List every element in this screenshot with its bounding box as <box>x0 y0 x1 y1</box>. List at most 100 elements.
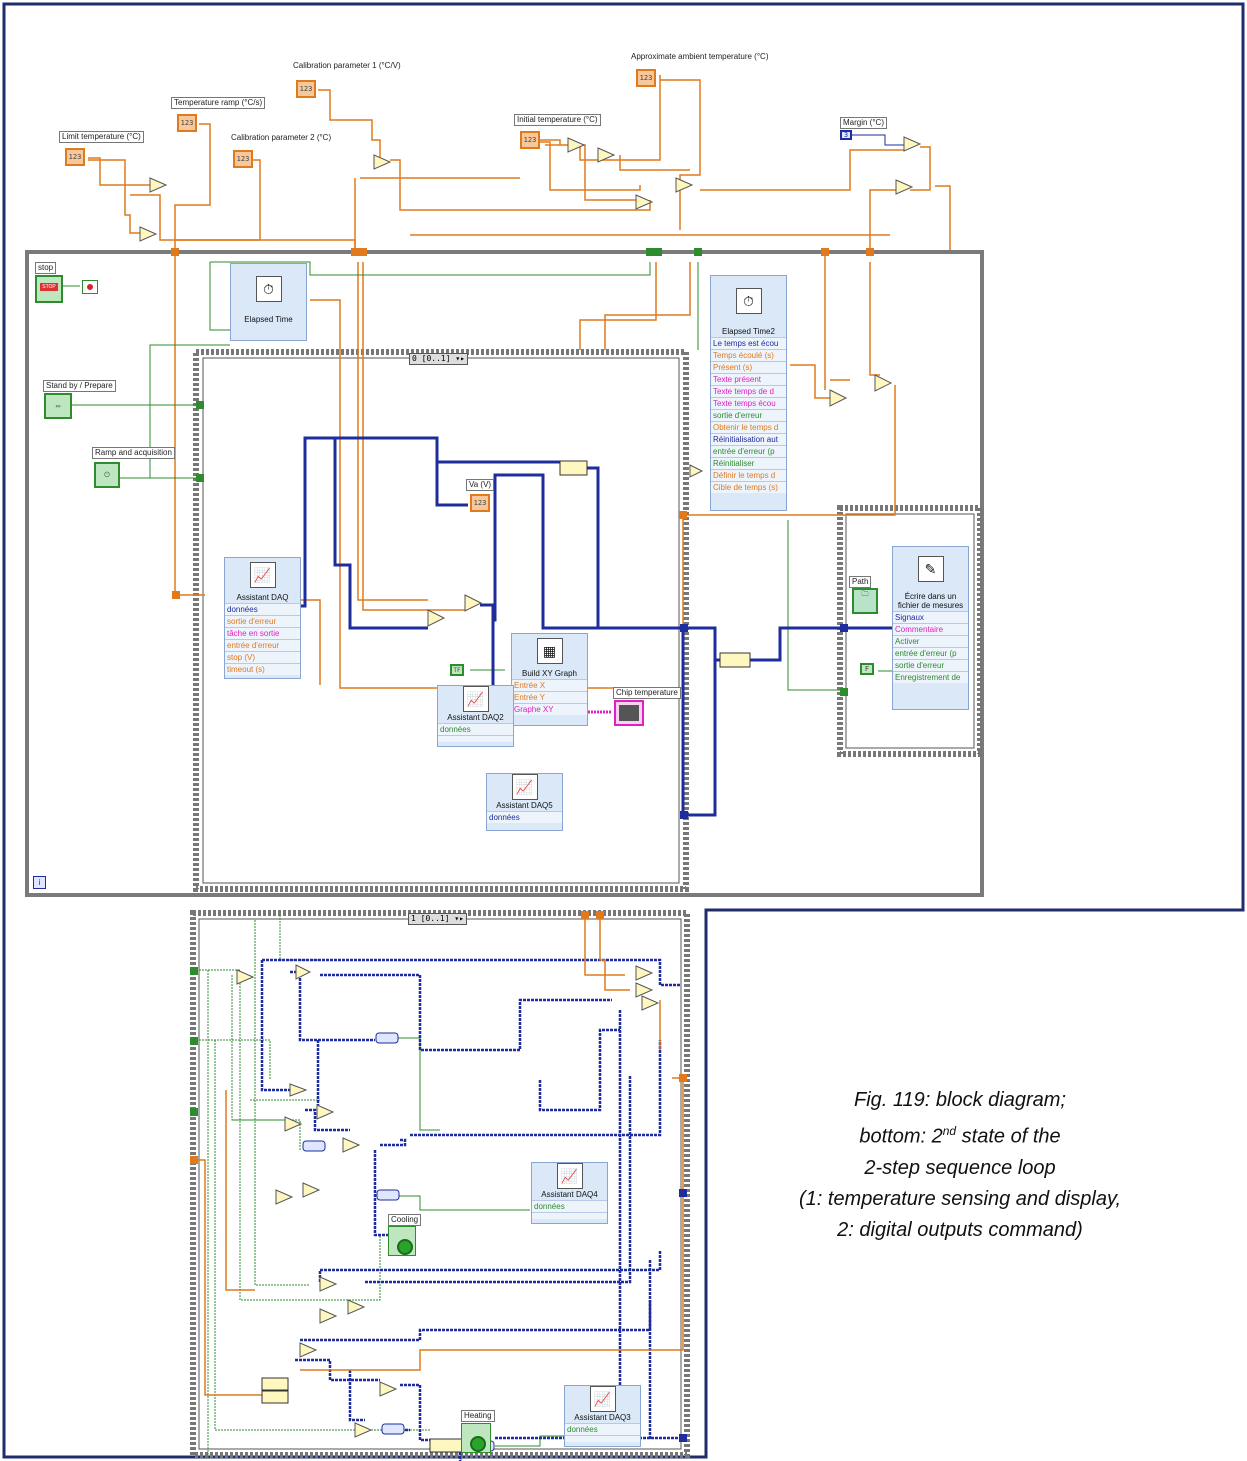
numeric-glyph: 123 <box>181 119 194 127</box>
terminal-row[interactable]: données <box>565 1423 640 1435</box>
terminal-row[interactable]: Commentaire <box>893 623 968 635</box>
numeric-glyph: 123 <box>524 136 537 144</box>
assistant-daq5-title: Assistant DAQ5 <box>487 800 562 811</box>
toggle-switch-icon: ⏻ <box>104 471 110 480</box>
terminal-row[interactable]: timeout (s) <box>225 663 300 675</box>
chip-temperature-graph <box>614 700 644 726</box>
false-constant[interactable]: F <box>860 663 874 675</box>
standby-label: Stand by / Prepare <box>43 380 116 392</box>
sequence-selector-1[interactable]: 1 [0..1] ▾▸ <box>408 913 467 925</box>
terminal-row[interactable]: données <box>487 811 562 823</box>
terminal-row[interactable]: Texte temps de d <box>711 385 786 397</box>
ambient-temperature-label: Approximate ambient temperature (°C) <box>629 52 770 62</box>
daq-icon-area: 📈 <box>532 1163 607 1189</box>
margin-label: Margin (°C) <box>840 117 887 129</box>
sequence-selector-label: 0 [0..1] <box>412 354 451 363</box>
terminal-row[interactable]: Présent (s) <box>711 361 786 373</box>
ramp-acquisition-switch[interactable]: ⏻ <box>94 462 120 488</box>
limit-temperature-control[interactable]: 123 <box>65 148 85 166</box>
elapsed-time2-express-vi[interactable]: ⏱ Elapsed Time2 Le temps est écou Temps … <box>710 275 787 511</box>
terminal-row[interactable]: données <box>225 603 300 615</box>
write-file-icon: ✎ <box>918 556 944 582</box>
assistant-daq2-express-vi[interactable]: 📈 Assistant DAQ2 données <box>437 685 514 747</box>
assistant-daq4-title: Assistant DAQ4 <box>532 1189 607 1200</box>
write-measurement-file-express-vi[interactable]: ✎ Écrire dans un fichier de mesures Sign… <box>892 546 969 710</box>
daq-icon-area: 📈 <box>438 686 513 712</box>
bool-true-glyph: TF <box>453 667 460 674</box>
terminal-row[interactable]: entrée d'erreur (p <box>711 445 786 457</box>
terminal-row[interactable]: sortie d'erreur <box>893 659 968 671</box>
cooling-label: Cooling <box>388 1214 421 1226</box>
daq-icon: 📈 <box>250 562 276 588</box>
terminal-row[interactable]: données <box>532 1200 607 1212</box>
terminal-row[interactable]: Réinitialiser <box>711 457 786 469</box>
calibration-param-1-control[interactable]: 123 <box>296 80 316 98</box>
terminal-row[interactable]: Enregistrement de <box>893 671 968 683</box>
terminal-row[interactable]: tâche en sortie <box>225 627 300 639</box>
path-constant[interactable]: 🗀 <box>852 588 878 614</box>
stopwatch-icon: ⏱ <box>256 276 282 302</box>
ramp-acquisition-label: Ramp and acquisition <box>92 447 175 459</box>
assistant-daq3-title: Assistant DAQ3 <box>565 1412 640 1423</box>
terminal-row[interactable]: sortie d'erreur <box>711 409 786 421</box>
sequence-selector-0[interactable]: 0 [0..1] ▾▸ <box>409 353 468 365</box>
stop-button-icon: STOP <box>40 283 58 291</box>
daq-icon-area: 📈 <box>225 558 300 592</box>
path-label: Path <box>849 576 871 588</box>
initial-temperature-label: Initial temperature (°C) <box>514 114 601 126</box>
elapsed-time-express-vi[interactable]: ⏱ Elapsed Time <box>230 263 307 341</box>
terminal-row[interactable]: Graphe XY <box>512 703 587 715</box>
daq-icon-area: 📈 <box>487 774 562 800</box>
assistant-daq-express-vi[interactable]: 📈 Assistant DAQ données sortie d'erreur … <box>224 557 301 679</box>
caption-line-5: 2: digital outputs command) <box>720 1215 1200 1246</box>
terminal-row[interactable]: sortie d'erreur <box>225 615 300 627</box>
terminal-row[interactable]: Entrée Y <box>512 691 587 703</box>
numeric-glyph: 123 <box>237 155 250 163</box>
assistant-daq5-express-vi[interactable]: 📈 Assistant DAQ5 données <box>486 773 563 831</box>
terminal-row[interactable]: entrée d'erreur <box>225 639 300 651</box>
cooling-led <box>388 1226 416 1256</box>
initial-temperature-control[interactable]: 123 <box>520 131 540 149</box>
assistant-daq4-express-vi[interactable]: 📈 Assistant DAQ4 données <box>531 1162 608 1224</box>
terminal-row[interactable]: Activer <box>893 635 968 647</box>
daq-icon: 📈 <box>512 774 538 800</box>
terminal-row[interactable]: Définir le temps d <box>711 469 786 481</box>
terminal-row[interactable]: données <box>438 723 513 735</box>
terminal-row[interactable]: Le temps est écou <box>711 337 786 349</box>
stop-terminal[interactable]: STOP <box>35 275 63 303</box>
terminal-row[interactable]: Texte temps écou <box>711 397 786 409</box>
ambient-temperature-control[interactable]: 123 <box>636 69 656 87</box>
terminal-row[interactable]: stop (V) <box>225 651 300 663</box>
terminal-row[interactable]: Texte présent <box>711 373 786 385</box>
stopwatch-icon-area: ⏱ <box>711 276 786 326</box>
temperature-ramp-control[interactable]: 123 <box>177 114 197 132</box>
build-xy-graph-express-vi[interactable]: ▦ Build XY Graph Entrée X Entrée Y Graph… <box>511 633 588 726</box>
iteration-terminal: i <box>33 876 46 889</box>
sequence-selector-label: 1 [0..1] <box>411 914 450 923</box>
caption-line-2: bottom: 2nd state of the <box>720 1116 1200 1153</box>
assistant-daq3-express-vi[interactable]: 📈 Assistant DAQ3 données <box>564 1385 641 1447</box>
write-file-icon-area: ✎ <box>893 547 968 591</box>
caption-line-4: (1: temperature sensing and display, <box>720 1184 1200 1215</box>
numeric-glyph: 123 <box>69 153 82 161</box>
row-spacer <box>565 1435 640 1442</box>
true-constant[interactable]: TF <box>450 664 464 676</box>
heating-led <box>461 1423 491 1453</box>
terminal-row[interactable]: Réinitialisation aut <box>711 433 786 445</box>
terminal-row[interactable]: entrée d'erreur (p <box>893 647 968 659</box>
chip-temperature-label: Chip temperature <box>613 687 681 699</box>
caption-line-1: Fig. 119: block diagram; <box>720 1085 1200 1116</box>
terminal-row[interactable]: Entrée X <box>512 679 587 691</box>
elapsed-time-title: Elapsed Time <box>231 314 306 325</box>
daq-icon: 📈 <box>557 1163 583 1189</box>
limit-temperature-label: Limit temperature (°C) <box>59 131 144 143</box>
terminal-row[interactable]: Obtenir le temps d <box>711 421 786 433</box>
standby-switch[interactable]: ▭ <box>44 393 72 419</box>
terminal-row[interactable]: Signaux <box>893 611 968 623</box>
margin-constant[interactable]: 3 <box>840 130 852 140</box>
figure-caption: Fig. 119: block diagram; bottom: 2nd sta… <box>720 1085 1200 1246</box>
terminal-row[interactable]: Temps écoulé (s) <box>711 349 786 361</box>
calibration-param-2-control[interactable]: 123 <box>233 150 253 168</box>
terminal-row[interactable]: Cible de temps (s) <box>711 481 786 493</box>
va-label: Va (V) <box>466 479 494 491</box>
